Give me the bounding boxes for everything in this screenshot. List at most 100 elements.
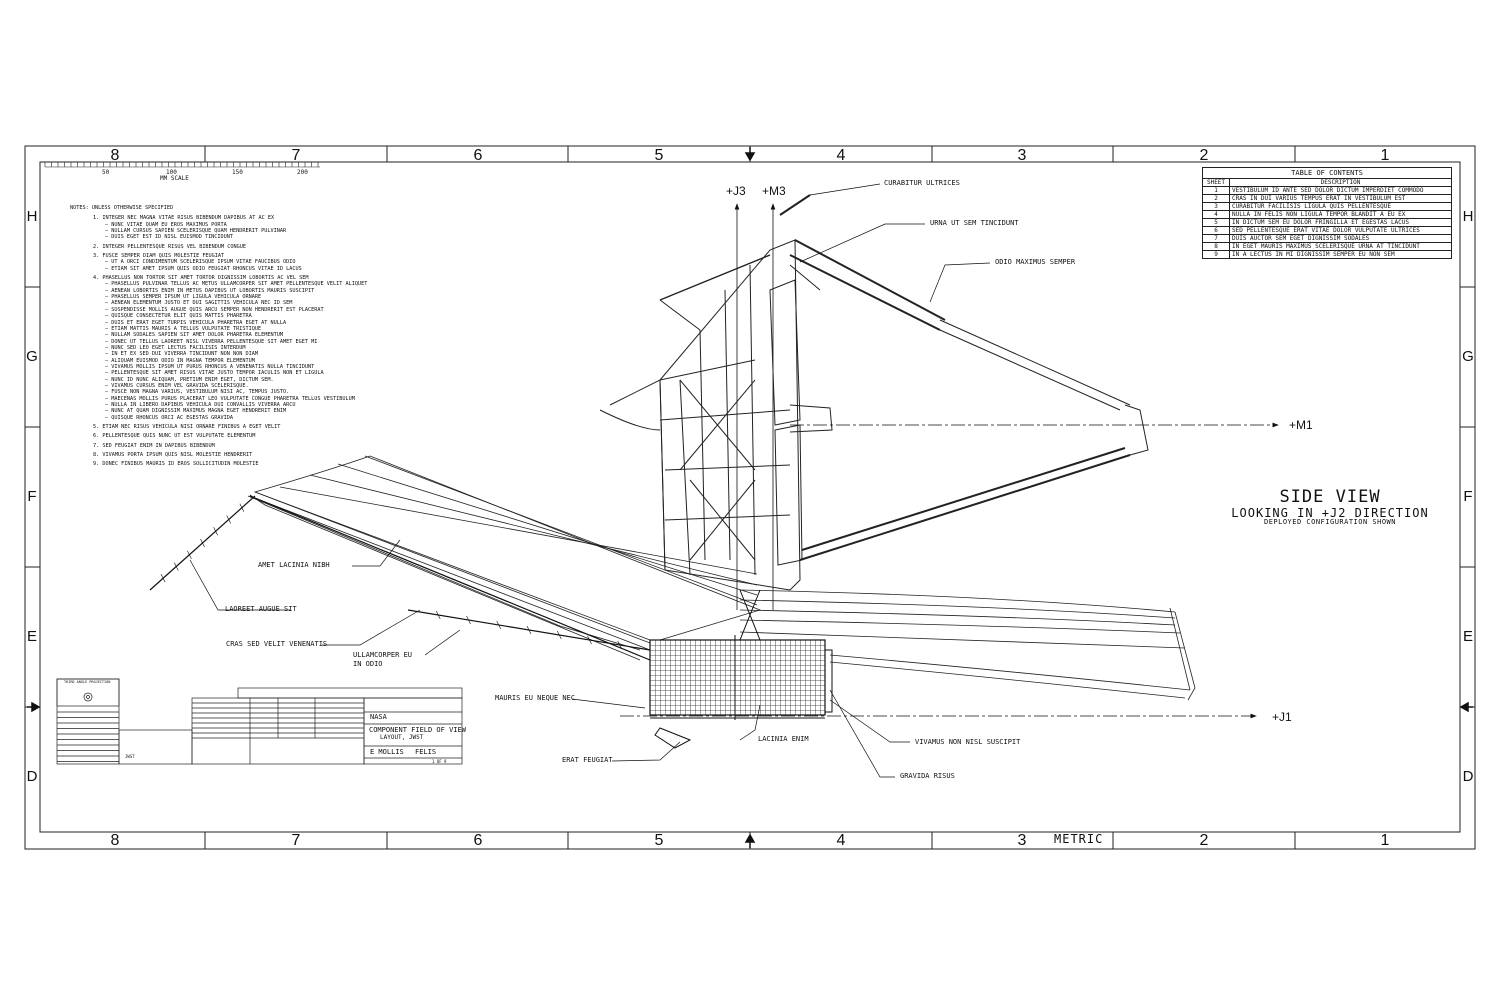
note-item: 4. PHASELLUS NON TORTOR SIT AMET TORTOR … [70, 275, 370, 421]
note-item: 9. DONEC FINIBUS MAURIS ID EROS SOLLICIT… [70, 461, 370, 467]
zone-number-top: 2 [1199, 147, 1209, 164]
metric-label: METRIC [1054, 832, 1104, 846]
note-subitem: – SUSPENDISSE MOLLIS AUGUE QUIS ARCU SEM… [105, 306, 324, 313]
scale-tick-label: 150 [232, 169, 243, 176]
note-text: 1. INTEGER NEC MAGNA VITAE RISUS BIBENDU… [93, 215, 275, 222]
drawing-title-line2: LAYOUT, JWST [380, 734, 424, 741]
toc-description: SED PELLENTESQUE ERAT VITAE DOLOR VULPUT… [1229, 226, 1452, 235]
bus-details [650, 589, 833, 749]
note-subitem: – PHASELLUS PULVINAR TELLUS AC METUS ULL… [105, 281, 368, 288]
toc-description: CRAS IN DUI VARIUS TEMPUS ERAT IN VESTIB… [1229, 194, 1452, 203]
note-subitem: – FUSCE NON MAGNA VARIUS, VESTIBULUM NIS… [105, 389, 290, 396]
toc-sheet-number: 3 [1202, 202, 1230, 211]
note-subitem: – NULLA IN LIBERO DAPIBUS VEHICULA DUI C… [105, 401, 296, 408]
callout-ullamcorper-line2: IN ODIO [353, 660, 383, 668]
note-subitem: – NUNC SED LEO EGET LECTUS FACILISIS INT… [105, 344, 246, 351]
callout-lacinia-enim: LACINIA ENIM [758, 735, 809, 743]
sunshield [247, 455, 1196, 701]
zone-number-bottom: 3 [1017, 832, 1027, 849]
callout-laoreet-augue-sit: LAOREET AUGUE SIT [225, 605, 297, 613]
zone-number-bottom: 5 [654, 832, 664, 849]
note-body: INTEGER NEC MAGNA VITAE RISUS BIBENDUM D… [99, 215, 275, 222]
title-block-lines [56, 678, 463, 765]
axis-lines [620, 203, 1279, 719]
leader-lines [189, 183, 991, 778]
callout-gravida-risus: GRAVIDA RISUS [900, 772, 955, 780]
callout-cras-sed-velit-venenatis: CRAS SED VELIT VENENATIS [226, 640, 328, 648]
zone-number-top: 3 [1017, 147, 1027, 164]
toc-sheet-number: 8 [1202, 242, 1230, 251]
note-body: FUSCE SEMPER DIAM QUIS MOLESTIE FEUGIAT [99, 253, 225, 260]
note-item: 8. VIVAMUS PORTA IPSUM QUIS NISL MOLESTI… [70, 452, 370, 458]
toc-description: IN DICTUM SEM EU DOLOR FRINGILLA ET EGES… [1229, 218, 1452, 227]
note-subitem: – VIVAMUS MOLLIS IPSUM UT PURUS RHONCUS … [105, 363, 315, 370]
view-title: SIDE VIEW [1279, 487, 1381, 507]
note-subitem: – DONEC UT TELLUS LAOREET NISL VIVERRA P… [105, 338, 318, 345]
toc-sheet-number: 9 [1202, 250, 1230, 259]
sunshield-booms [149, 495, 651, 661]
note-subitem: – AENEAN ELEMENTUM JUSTO ET DUI SAGITTIS… [105, 300, 293, 307]
note-subitem: – NULLAM SODALES SAPIEN SIT AMET DOLOR P… [105, 332, 284, 339]
note-item: 3. FUSCE SEMPER DIAM QUIS MOLESTIE FEUGI… [70, 253, 370, 272]
zone-number-bottom: 6 [473, 832, 483, 849]
note-item: 5. ETIAM NEC RISUS VEHICULA NISI ORNARE … [70, 424, 370, 430]
note-subitem: – ETIAM SIT AMET IPSUM QUIS ODIO FEUGIAT… [105, 265, 302, 272]
scale-tick-label: 50 [102, 169, 110, 176]
zone-letter-right: E [1462, 628, 1473, 645]
mm-scale-bar [44, 161, 320, 168]
callout-curabitur-ultrices: CURABITUR ULTRICES [884, 179, 960, 187]
zone-letter-right: H [1462, 208, 1474, 225]
note-subitem: – NUNC AT QUAM DIGNISSIM MAXIMUS MAGNA E… [105, 408, 287, 415]
toc-description: VESTIBULUM ID ANTE SED DOLOR DICTUM IMPE… [1229, 186, 1452, 195]
toc-sheet-number: 4 [1202, 210, 1230, 219]
note-subitem: – NUNC ID NUNC ALIQUAM, PRETIUM ENIM EGE… [105, 376, 274, 383]
note-subitem: – QUISQUE CONSECTETUR ELIT QUIS MATTIS P… [105, 313, 252, 320]
zone-letter-right: F [1463, 488, 1473, 505]
note-item: 1. INTEGER NEC MAGNA VITAE RISUS BIBENDU… [70, 215, 370, 240]
note-subitem: – ALIQUAM EUISMOD ODIO IN MAGNA TEMPOR E… [105, 357, 255, 364]
spacecraft-bus [649, 639, 826, 716]
zone-letter-left: D [26, 768, 38, 785]
callout-vivamus-non-nisl-suscipit: VIVAMUS NON NISL SUSCIPIT [915, 738, 1021, 746]
axis-label-m1: +M1 [1289, 418, 1313, 432]
note-subitem: – UT A ORCI CONDIMENTUM SCELERISQUE IPSU… [105, 259, 296, 266]
note-subitem: – DUIS ET ERAT EGET TURPIS VEHICULA PHAR… [105, 319, 287, 326]
projection-label: THIRD ANGLE PROJECTION [64, 680, 111, 684]
note-subitem: – AENEAN LOBORTIS ENIM IN METUS DAPIBUS … [105, 287, 315, 294]
toc-title: TABLE OF CONTENTS [1202, 167, 1452, 179]
notes-heading: NOTES: UNLESS OTHERWISE SPECIFIED [70, 205, 174, 211]
note-subitem: – ETIAM MATTIS MAURIS A TELLUS VULPUTATE… [105, 325, 262, 332]
scale-tick-label: 200 [297, 169, 308, 176]
note-item: 2. INTEGER PELLENTESQUE RISUS VEL BIBEND… [70, 244, 370, 250]
callout-erat-feugiat: ERAT FEUGIAT [562, 756, 613, 764]
zone-number-bottom: 7 [291, 832, 301, 849]
axis-label-j1: +J1 [1272, 710, 1292, 724]
note-body: VIVAMUS PORTA IPSUM QUIS NISL MOLESTIE H… [99, 452, 253, 459]
view-subtitle: LOOKING IN +J2 DIRECTION [1231, 505, 1429, 520]
toc-col-sheet: SHEET [1202, 178, 1230, 187]
zone-letter-left: G [26, 348, 38, 365]
centering-arrows [27, 147, 1473, 848]
zone-number-top: 8 [110, 147, 120, 164]
toc-sheet-number: 1 [1202, 186, 1230, 195]
note-subitem: – NULLAM CURSUS SAPIEN SCELERISQUE QUAM … [105, 228, 287, 235]
note-text: 9. DONEC FINIBUS MAURIS ID EROS SOLLICIT… [93, 461, 259, 468]
callout-mauris-eu-neque-nec: MAURIS EU NEQUE NEC [495, 694, 576, 702]
note-body: PHASELLUS NON TORTOR SIT AMET TORTOR DIG… [99, 275, 309, 282]
callout-urna-ut-sem-tincidunt: URNA UT SEM TINCIDUNT [930, 219, 1019, 227]
note-text: 8. VIVAMUS PORTA IPSUM QUIS NISL MOLESTI… [93, 452, 253, 459]
zone-letter-left: H [26, 208, 38, 225]
zone-number-top: 6 [473, 147, 483, 164]
view-note: DEPLOYED CONFIGURATION SHOWN [1263, 518, 1396, 527]
zone-number-bottom: 8 [110, 832, 120, 849]
note-subitem: – NUNC VITAE QUAM EU EROS MAXIMUS PORTA [105, 221, 227, 228]
note-text: 2. INTEGER PELLENTESQUE RISUS VEL BIBEND… [93, 243, 247, 250]
zone-letter-left: E [26, 628, 37, 645]
